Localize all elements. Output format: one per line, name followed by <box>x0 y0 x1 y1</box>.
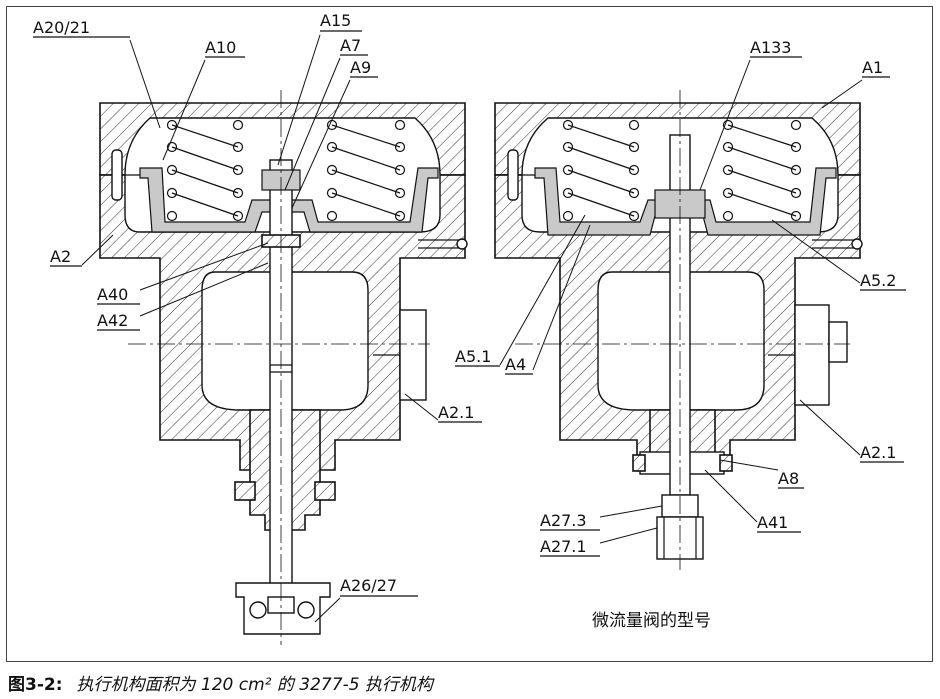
caption-text: 执行机构面积为 120 cm² 的 3277-5 执行机构 <box>76 674 433 695</box>
label-a20-21: A20/21 <box>33 18 90 37</box>
right-actuator <box>494 90 863 570</box>
figure-caption: 图3-2: 执行机构面积为 120 cm² 的 3277-5 执行机构 <box>8 670 433 695</box>
label-a27-3: A27.3 <box>540 511 587 530</box>
drawing-frame <box>6 6 933 662</box>
label-a133: A133 <box>750 38 791 57</box>
left-lock-nut-l <box>234 481 256 501</box>
right-springs <box>562 119 802 222</box>
left-vent <box>111 149 123 201</box>
part-labels: A20/21 A10 A15 A7 A9 A133 A1 A2 A40 A42 … <box>33 11 906 631</box>
label-a4: A4 <box>505 355 526 374</box>
right-vent <box>507 149 519 201</box>
label-a2-1-left: A2.1 <box>438 403 474 422</box>
right-air-tube <box>812 239 855 249</box>
label-a2: A2 <box>50 247 71 266</box>
label-a40: A40 <box>97 285 128 304</box>
left-actuator <box>99 90 468 645</box>
label-a15: A15 <box>320 11 351 30</box>
right-side-port <box>794 304 830 406</box>
left-air-tube <box>418 239 460 249</box>
label-a27-1: A27.1 <box>540 537 587 556</box>
label-a26-27: A26/27 <box>340 576 397 595</box>
label-a2-1-right: A2.1 <box>860 443 896 462</box>
label-a10: A10 <box>205 38 236 57</box>
label-a8: A8 <box>778 469 799 488</box>
label-a42: A42 <box>97 311 128 330</box>
leader-lines <box>81 34 863 623</box>
label-a1: A1 <box>862 58 883 77</box>
left-springs <box>166 119 406 222</box>
caption-label: 图3-2: <box>8 674 63 695</box>
label-a7: A7 <box>340 36 361 55</box>
label-a9: A9 <box>350 58 371 77</box>
left-side-port <box>399 309 427 401</box>
label-a41: A41 <box>757 513 788 532</box>
label-a5-1: A5.1 <box>455 347 491 366</box>
left-lock-nut-r <box>314 481 336 501</box>
label-a5-2: A5.2 <box>860 271 896 290</box>
variant-note: 微流量阀的型号 <box>592 611 711 631</box>
